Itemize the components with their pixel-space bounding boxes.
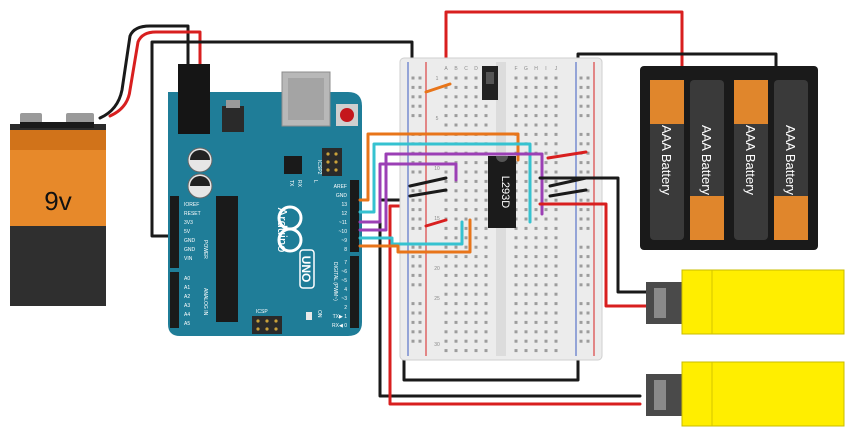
aaa-cell-4: AAA Battery bbox=[774, 80, 808, 240]
battery-9v-label: 9v bbox=[44, 186, 71, 216]
aaa-cell-label: AAA Battery bbox=[699, 125, 714, 196]
atmega-chip bbox=[216, 196, 238, 322]
pin-label-4: 4 bbox=[344, 287, 347, 293]
col-letter-h: H bbox=[534, 66, 538, 72]
pin-label-3: ~3 bbox=[341, 296, 347, 302]
pin-label-a2: A2 bbox=[184, 294, 190, 300]
arduino-uno: RESET ICSP2 TX RX L Arduino UNO ON bbox=[168, 64, 366, 336]
arduino-brand: Arduino bbox=[275, 208, 290, 253]
motor-1 bbox=[646, 269, 845, 335]
pin-label-gnd-1: GND bbox=[184, 238, 196, 244]
pin-label-reset: RESET bbox=[184, 211, 201, 217]
arduino-logo: Arduino UNO bbox=[275, 205, 315, 289]
pin-label-12: 12 bbox=[341, 211, 347, 217]
icsp-header bbox=[252, 316, 282, 334]
power-label: POWER bbox=[202, 240, 208, 259]
analog-header bbox=[170, 272, 179, 328]
pin-label-9: ~9 bbox=[341, 238, 347, 244]
l-label: L bbox=[312, 180, 318, 183]
breadboard-row-numbers: 1 5 10 15 20 25 30 bbox=[434, 76, 440, 348]
row-number-10: 10 bbox=[434, 166, 440, 172]
pin-label-13: 13 bbox=[341, 202, 347, 208]
digital-label: DIGITAL (PWM~) bbox=[332, 262, 338, 301]
row-number-1: 1 bbox=[436, 76, 439, 82]
battery-cells: AAA Battery AAA Battery AAA Battery AAA Bat… bbox=[650, 80, 808, 240]
pin-label-a4: A4 bbox=[184, 312, 190, 318]
arduino-model: UNO bbox=[299, 256, 313, 283]
pin-label-1: TX▶ 1 bbox=[333, 314, 348, 320]
aaa-cell-1: AAA Battery bbox=[650, 80, 684, 240]
wires-foreground bbox=[358, 82, 650, 308]
l293d-chip: L293D bbox=[488, 156, 516, 228]
col-letter-i: I bbox=[545, 66, 546, 72]
analog-label: ANALOG IN bbox=[202, 288, 208, 316]
pin-label-ioref: IOREF bbox=[184, 202, 199, 208]
col-letter-a: A bbox=[444, 66, 448, 72]
pin-label-2: 2 bbox=[344, 305, 347, 311]
col-letter-b: B bbox=[454, 66, 458, 72]
pin-label-a5: A5 bbox=[184, 321, 190, 327]
pin-label-11: ~11 bbox=[339, 220, 347, 226]
pin-label-gnd-2: GND bbox=[184, 247, 196, 253]
tx-label: TX bbox=[288, 180, 294, 187]
digital-header-top bbox=[350, 180, 359, 252]
icsp-label: ICSP bbox=[256, 309, 268, 315]
col-letter-d: D bbox=[474, 66, 478, 72]
pin-label-8: 8 bbox=[344, 247, 347, 253]
col-letter-f: F bbox=[514, 66, 517, 72]
digital-header-bottom bbox=[350, 256, 359, 328]
row-number-30: 30 bbox=[434, 342, 440, 348]
pin-label-gnd-3: GND bbox=[336, 193, 348, 199]
barrel-jack bbox=[178, 64, 210, 134]
pin-label-a3: A3 bbox=[184, 303, 190, 309]
pin-label-0: RX◀ 0 bbox=[332, 323, 347, 329]
aaa-cell-label: AAA Battery bbox=[783, 125, 798, 196]
aaa-cell-3: AAA Battery bbox=[734, 80, 768, 240]
aaa-cell-2: AAA Battery bbox=[690, 80, 724, 240]
on-label: ON bbox=[316, 310, 322, 318]
row-number-15: 15 bbox=[434, 216, 440, 222]
pin-label-3v3: 3V3 bbox=[184, 220, 193, 226]
row-number-5: 5 bbox=[436, 116, 439, 122]
pin-label-10: ~10 bbox=[339, 229, 348, 235]
pin-label-a1: A1 bbox=[184, 285, 190, 291]
pin-label-a0: A0 bbox=[184, 276, 190, 282]
col-letter-c: C bbox=[464, 66, 468, 72]
reset-label: RESET bbox=[360, 103, 366, 120]
col-letter-j: J bbox=[555, 66, 558, 72]
power-header bbox=[170, 196, 179, 268]
pin-label-aref: AREF bbox=[334, 184, 347, 190]
breadboard-holes bbox=[411, 76, 590, 353]
rx-label: RX bbox=[296, 180, 302, 188]
analog-pin-labels: A0 A1 A2 A3 A4 A5 bbox=[184, 276, 190, 327]
pin-label-5: ~5 bbox=[341, 278, 347, 284]
digital-pin-labels: AREF GND 13 12 ~11 ~10 ~9 8 7 ~6 ~5 4 ~3… bbox=[332, 184, 347, 329]
motor-2 bbox=[646, 361, 845, 427]
aaa-cell-label: AAA Battery bbox=[659, 125, 674, 196]
row-number-25: 25 bbox=[434, 296, 440, 302]
pin-label-7: 7 bbox=[344, 260, 347, 266]
col-letter-g: G bbox=[524, 66, 528, 72]
battery-9v: 9v bbox=[10, 113, 106, 306]
icsp2-label: ICSP2 bbox=[316, 160, 322, 175]
power-pin-labels: IOREF RESET 3V3 5V GND GND VIN bbox=[184, 202, 201, 262]
pin-label-vin: VIN bbox=[184, 256, 193, 262]
row-number-20: 20 bbox=[434, 266, 440, 272]
chip-label: L293D bbox=[499, 176, 511, 208]
battery-pack: AAA Battery AAA Battery AAA Battery AAA Bat… bbox=[640, 66, 818, 250]
breadboard: A B C D E F G H I J 1 5 10 15 20 25 30 L… bbox=[399, 57, 603, 361]
pin-label-6: ~6 bbox=[341, 269, 347, 275]
wires-background bbox=[98, 10, 778, 406]
aaa-cell-label: AAA Battery bbox=[743, 125, 758, 196]
pin-label-5v: 5V bbox=[184, 229, 191, 235]
